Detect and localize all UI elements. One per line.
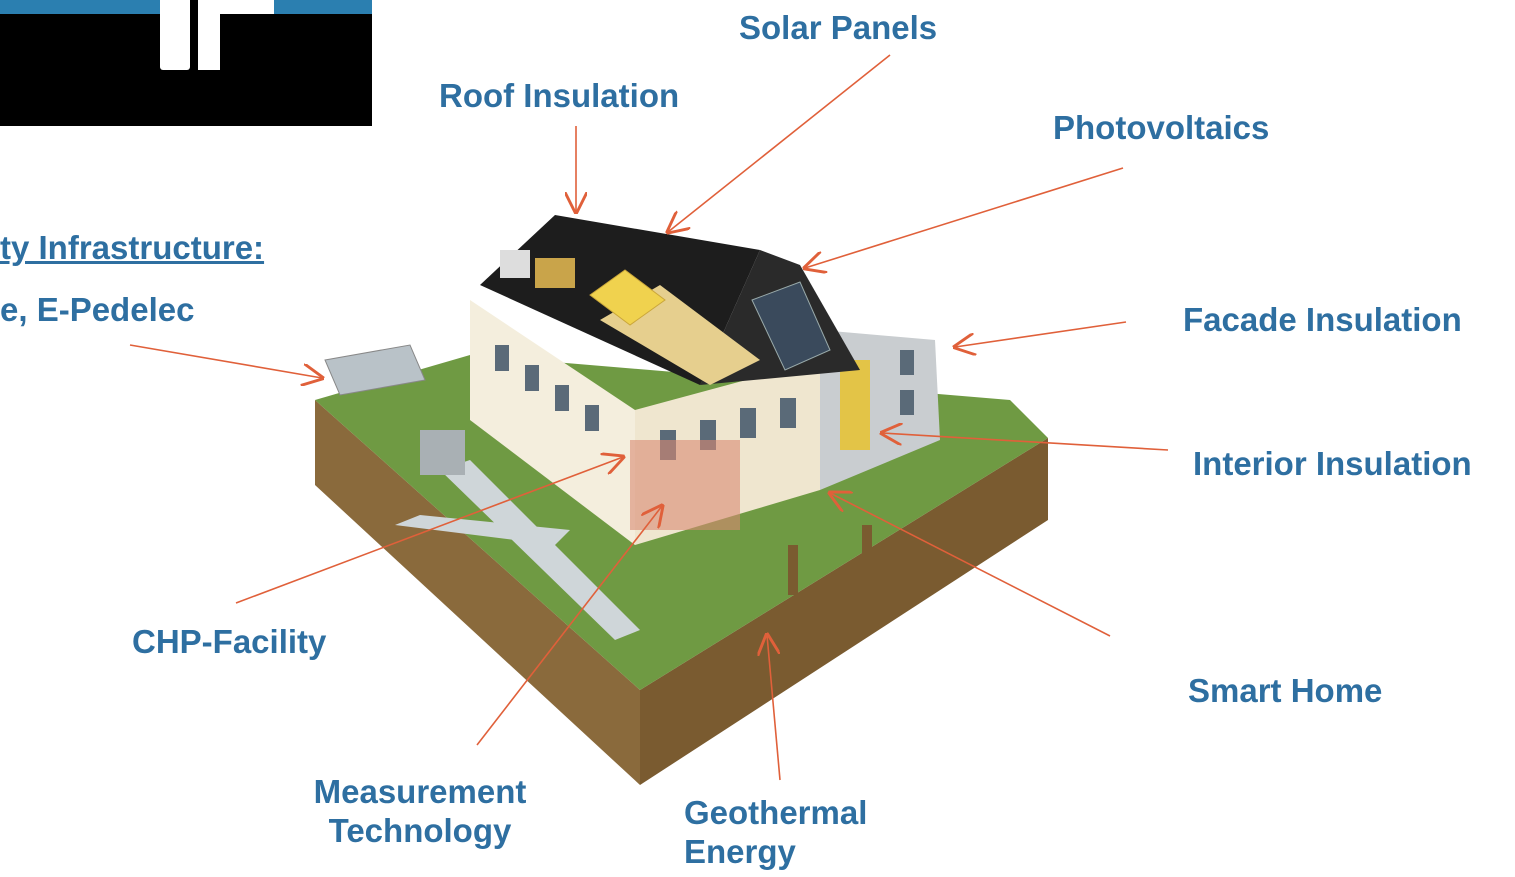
- arrow-photovoltaics: [805, 167, 1124, 268]
- label-photovoltaics: Photovoltaics: [1053, 109, 1270, 146]
- building-wall-left: [470, 300, 635, 545]
- label-roof-insulation: Roof Insulation: [439, 77, 680, 114]
- label-measurement-line2: Technology: [328, 812, 512, 849]
- label-geothermal-line1: Geothermal: [684, 794, 868, 831]
- label-solar-panels: Solar Panels: [739, 9, 938, 46]
- arrow-smart-home: [830, 493, 1111, 637]
- arrow-measurement: [476, 506, 662, 746]
- footpath: [440, 460, 640, 640]
- arrow-facade-insulation: [955, 321, 1127, 347]
- arrow-e-pedelec: [129, 344, 322, 378]
- label-e-pedelec: e, E-Pedelec: [0, 291, 195, 328]
- arrow-solar-panels: [668, 54, 891, 232]
- arrow-geothermal: [767, 635, 781, 781]
- shed: [420, 430, 465, 475]
- label-geothermal-energy: Geothermal Energy: [684, 793, 867, 871]
- label-geothermal-line2: Energy: [684, 833, 796, 870]
- logo: [0, 0, 372, 126]
- soil-front-right: [640, 438, 1048, 785]
- soil-front-left: [315, 400, 640, 785]
- arrow-chp-facility: [235, 457, 623, 604]
- arrow-interior-insulation: [882, 433, 1169, 451]
- dormer-insulated: [535, 258, 575, 288]
- photovoltaics-roof: [751, 281, 831, 371]
- dormer: [500, 250, 530, 278]
- carport: [324, 344, 426, 396]
- interior-insulation-strip: [840, 360, 870, 450]
- label-mobility-infrastructure: ty Infrastructure:: [0, 229, 265, 266]
- label-smart-home: Smart Home: [1188, 672, 1383, 709]
- label-chp-facility: CHP-Facility: [132, 623, 327, 660]
- label-facade-insulation: Facade Insulation: [1183, 301, 1462, 338]
- label-interior-insulation: Interior Insulation: [1193, 445, 1472, 482]
- label-measurement-line1: Measurement: [313, 773, 527, 810]
- label-measurement-technology: Measurement Technology: [300, 772, 540, 850]
- crosspath: [395, 515, 570, 545]
- solar-panels-roof: [589, 269, 666, 326]
